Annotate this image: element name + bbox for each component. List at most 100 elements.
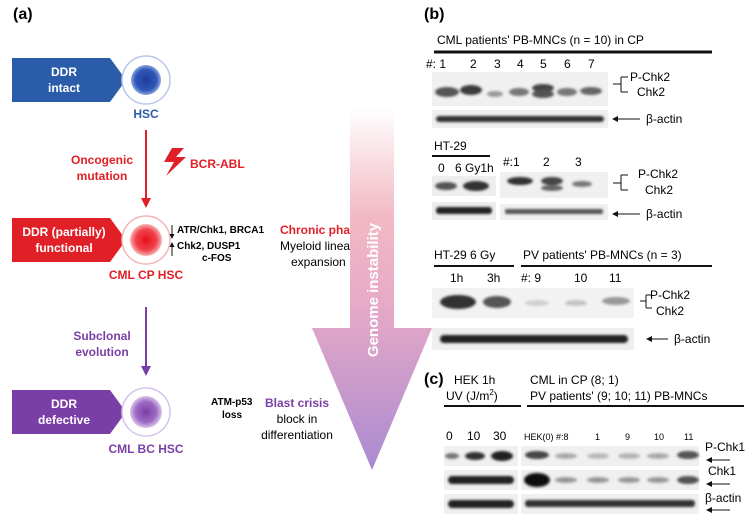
blot1-header: CML patients' PB-MNCs (n = 10) in CP	[437, 33, 644, 47]
blot2-chk2-bands-right	[507, 177, 592, 191]
chronic-phase-desc2: expansion	[291, 255, 346, 269]
oncogenic-line2: mutation	[77, 169, 128, 183]
arrow-head-icon	[612, 116, 618, 122]
ddr-defective-box	[12, 390, 126, 434]
blot1-lane: #: 1	[426, 57, 446, 71]
blot1-chk2-bands	[435, 84, 602, 98]
arrow-head-icon	[706, 457, 712, 463]
blot3-header-right: PV patients' PB-MNCs (n = 3)	[523, 248, 682, 262]
blot1-lane-labels: #: 1 2 3 4 5 6 7	[426, 57, 595, 71]
panel-c: (c) HEK 1h UV (J/m2) CML in CP (8; 1) PV…	[424, 371, 745, 514]
blot2-header: HT-29	[434, 139, 467, 153]
c-chk1-right-bands	[524, 473, 699, 487]
blot2-actin-left-band	[436, 207, 492, 214]
subclonal-line1: Subclonal	[73, 329, 130, 343]
blast-crisis-label: Blast crisis	[265, 396, 329, 410]
bcr-abl-label: BCR-ABL	[190, 157, 245, 171]
blot2-chk2-right-membrane	[500, 172, 608, 198]
blot1-actin-band	[436, 116, 604, 122]
cml-bc-hsc-label: CML BC HSC	[108, 442, 183, 456]
c-lane: 9	[625, 432, 630, 442]
blot2-lane: #:1	[503, 155, 520, 169]
panel-b-label: (b)	[424, 6, 444, 23]
up-genes-line2: c-FOS	[202, 253, 232, 264]
blot1-chk2-label: Chk2	[637, 85, 665, 99]
panel-a-label: (a)	[13, 6, 33, 23]
blot1-lane: 2	[470, 57, 477, 71]
atm-p53-line2: loss	[222, 410, 242, 421]
c-lane: HEK(0)	[524, 432, 554, 442]
ddr-intact-line1: DDR	[51, 65, 77, 79]
blot1-lane: 5	[540, 57, 547, 71]
blot1-lane: 3	[494, 57, 501, 71]
arrow-oncogenic-head	[141, 198, 151, 208]
c-header-left-line2: UV (J/m2)	[446, 388, 498, 403]
hsc-nucleus	[131, 65, 161, 95]
chronic-phase-label: Chronic phase	[280, 223, 364, 237]
panel-b: (b) CML patients' PB-MNCs (n = 10) in CP…	[424, 6, 712, 350]
c-lane: 30	[493, 429, 507, 443]
blot3-actin-label: β-actin	[674, 332, 710, 346]
c-lane: #:8	[556, 432, 569, 442]
panel-a: (a) DDR intact HSC Oncogenic mutation BC…	[12, 6, 432, 470]
blot1-pchk2-label: P-Chk2	[630, 70, 670, 84]
blot3-lane: 1h	[450, 271, 463, 285]
blot1-lane: 7	[588, 57, 595, 71]
blot2-chk2-bands-left	[435, 181, 489, 191]
c-lane: 10	[467, 429, 481, 443]
c-pchk1-left-bands	[445, 451, 513, 461]
blot3-chk2-bands	[440, 295, 630, 309]
blot2-lane: 0	[438, 161, 445, 175]
blot2-lane: 6 Gy1h	[455, 161, 494, 175]
blot3-header-left: HT-29 6 Gy	[434, 248, 495, 262]
arrow-head-icon	[646, 336, 652, 342]
blot2-actin-label: β-actin	[646, 207, 682, 221]
c-lane: 1	[595, 432, 600, 442]
ddr-partial-box	[12, 218, 126, 262]
up-arrow-head	[169, 242, 175, 247]
arrow-head-icon	[706, 481, 712, 487]
c-actin-left-band	[448, 500, 514, 508]
down-arrow-head	[169, 234, 175, 239]
c-header-right-line2: PV patients' (9; 10; 11) PB-MNCs	[530, 389, 707, 403]
cml-bc-nucleus	[130, 396, 162, 428]
subclonal-line2: evolution	[75, 345, 128, 359]
hsc-label: HSC	[133, 107, 159, 121]
arrow-head-icon	[706, 507, 712, 513]
cml-cp-hsc-label: CML CP HSC	[109, 268, 184, 282]
blot3-pchk2-label: P-Chk2	[650, 288, 690, 302]
chronic-phase-desc1: Myeloid lineage	[280, 239, 364, 253]
ddr-defective-line1: DDR	[51, 397, 77, 411]
arrow-head-icon	[612, 211, 618, 217]
blot2-actin-right-band	[505, 209, 603, 214]
c-chk1-right-membrane	[521, 470, 699, 490]
oncogenic-line1: Oncogenic	[71, 153, 133, 167]
ddr-partial-line2: functional	[35, 241, 92, 255]
blot3-lane: 3h	[487, 271, 500, 285]
genome-instability-label: Genome instability	[365, 222, 382, 357]
blot3-chk2-label: Chk2	[656, 304, 684, 318]
arrow-subclonal-head	[141, 366, 151, 376]
c-actin-right-band	[525, 500, 695, 507]
blot3-lane: #: 9	[521, 271, 541, 285]
panel-c-label: (c)	[424, 371, 444, 388]
up-genes-line1: Chk2, DUSP1	[177, 241, 241, 252]
blast-crisis-desc1: block in	[277, 412, 318, 426]
c-lane: 10	[654, 432, 664, 442]
blot1-actin-label: β-actin	[646, 112, 682, 126]
down-genes: ATR/Chk1, BRCA1	[177, 225, 264, 236]
blot2-chk2-label: Chk2	[645, 183, 673, 197]
c-pchk1-right-membrane	[521, 446, 699, 466]
c-pchk1-label: P-Chk1	[705, 440, 745, 454]
atm-p53-line1: ATM-p53	[211, 397, 253, 408]
blot3-lane: 10	[574, 271, 588, 285]
c-chk1-left-band	[448, 476, 514, 484]
c-pchk1-right-bands	[525, 451, 699, 459]
c-actin-label: β-actin	[705, 491, 741, 505]
c-lane: 11	[684, 432, 693, 442]
blot1-lane: 6	[564, 57, 571, 71]
c-lane: 0	[446, 429, 453, 443]
blot1-lane: 4	[517, 57, 524, 71]
blot2-lane: 2	[543, 155, 550, 169]
